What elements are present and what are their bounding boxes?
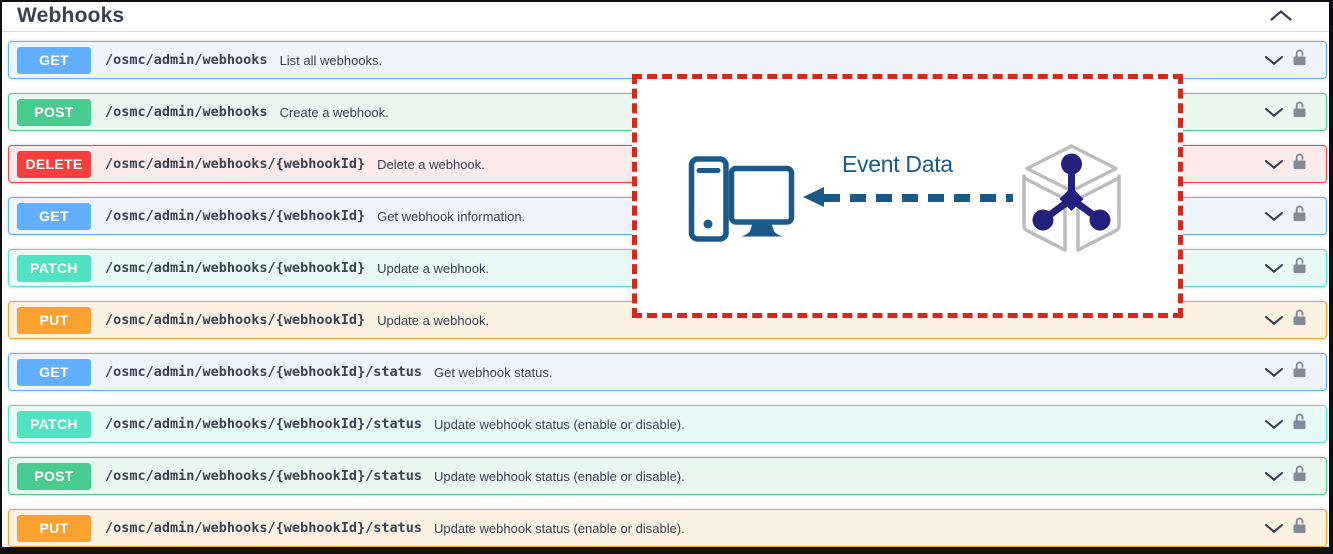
method-badge: DELETE [17,150,91,178]
method-badge: GET [17,358,91,386]
endpoint-description: Update webhook status (enable or disable… [433,468,685,484]
endpoint-path: /osmc/admin/webhooks/{webhookId} [105,156,366,172]
endpoint-path: /osmc/admin/webhooks/{webhookId}/status [105,364,422,380]
method-badge: PUT [17,306,91,334]
unlock-icon[interactable] [1292,517,1307,539]
endpoint-path: /osmc/admin/webhooks [105,104,268,120]
chevron-down-icon[interactable] [1265,523,1283,533]
method-badge: PUT [17,514,91,542]
endpoint-description: Get webhook status. [433,364,553,380]
method-badge: PATCH [17,410,91,438]
page-title: Webhooks [17,3,125,27]
event-data-label: Event Data [842,151,953,177]
endpoint-row[interactable]: PUT /osmc/admin/webhooks/{webhookId}/sta… [8,509,1327,547]
arrow-dashes [824,193,1013,202]
chevron-down-icon[interactable] [1265,263,1283,273]
chevron-up-icon[interactable] [1270,10,1292,21]
endpoint-row[interactable]: GET /osmc/admin/webhooks/{webhookId}/sta… [8,353,1327,391]
unlock-icon[interactable] [1292,309,1307,331]
method-badge: PATCH [17,254,91,282]
unlock-icon[interactable] [1292,101,1307,123]
endpoint-path: /osmc/admin/webhooks/{webhookId}/status [105,520,422,536]
endpoint-row[interactable]: POST /osmc/admin/webhooks/{webhookId}/st… [8,457,1327,495]
endpoint-path: /osmc/admin/webhooks [105,52,268,68]
endpoint-path: /osmc/admin/webhooks/{webhookId} [105,312,366,328]
section-header[interactable]: Webhooks [2,2,1329,32]
chevron-down-icon[interactable] [1265,211,1283,221]
endpoint-description: Get webhook information. [377,208,526,224]
endpoint-description: Create a webhook. [279,104,389,120]
chevron-down-icon[interactable] [1265,107,1283,117]
method-badge: POST [17,462,91,490]
unlock-icon[interactable] [1292,465,1307,487]
chevron-down-icon[interactable] [1265,367,1283,377]
endpoint-path: /osmc/admin/webhooks/{webhookId}/status [105,468,422,484]
unlock-icon[interactable] [1292,205,1307,227]
chevron-down-icon[interactable] [1265,159,1283,169]
chevron-down-icon[interactable] [1265,55,1283,65]
method-badge: POST [17,98,91,126]
endpoint-description: Delete a webhook. [377,156,485,172]
endpoint-row[interactable]: PATCH /osmc/admin/webhooks/{webhookId}/s… [8,405,1327,443]
chevron-down-icon[interactable] [1265,471,1283,481]
unlock-icon[interactable] [1292,361,1307,383]
chevron-down-icon[interactable] [1265,419,1283,429]
endpoint-path: /osmc/admin/webhooks/{webhookId}/status [105,416,422,432]
endpoint-description: Update a webhook. [377,260,490,276]
unlock-icon[interactable] [1292,49,1307,71]
endpoint-description: Update webhook status (enable or disable… [433,416,685,432]
endpoint-description: Update a webhook. [377,312,490,328]
dashed-arrow-left-icon [803,187,1013,208]
endpoint-path: /osmc/admin/webhooks/{webhookId} [105,208,366,224]
endpoint-description: Update webhook status (enable or disable… [433,520,685,536]
endpoint-description: List all webhooks. [279,52,383,68]
arrow-head [803,187,824,207]
method-badge: GET [17,46,91,74]
unlock-icon[interactable] [1292,413,1307,435]
endpoint-row[interactable]: GET /osmc/admin/webhooks List all webhoo… [8,41,1327,79]
chevron-down-icon[interactable] [1265,315,1283,325]
unlock-icon[interactable] [1292,257,1307,279]
endpoint-path: /osmc/admin/webhooks/{webhookId} [105,260,366,276]
event-data-overlay: Event Data [632,74,1183,318]
webhook-icon [1022,144,1121,252]
unlock-icon[interactable] [1292,153,1307,175]
method-badge: GET [17,202,91,230]
computer-icon [688,156,795,242]
